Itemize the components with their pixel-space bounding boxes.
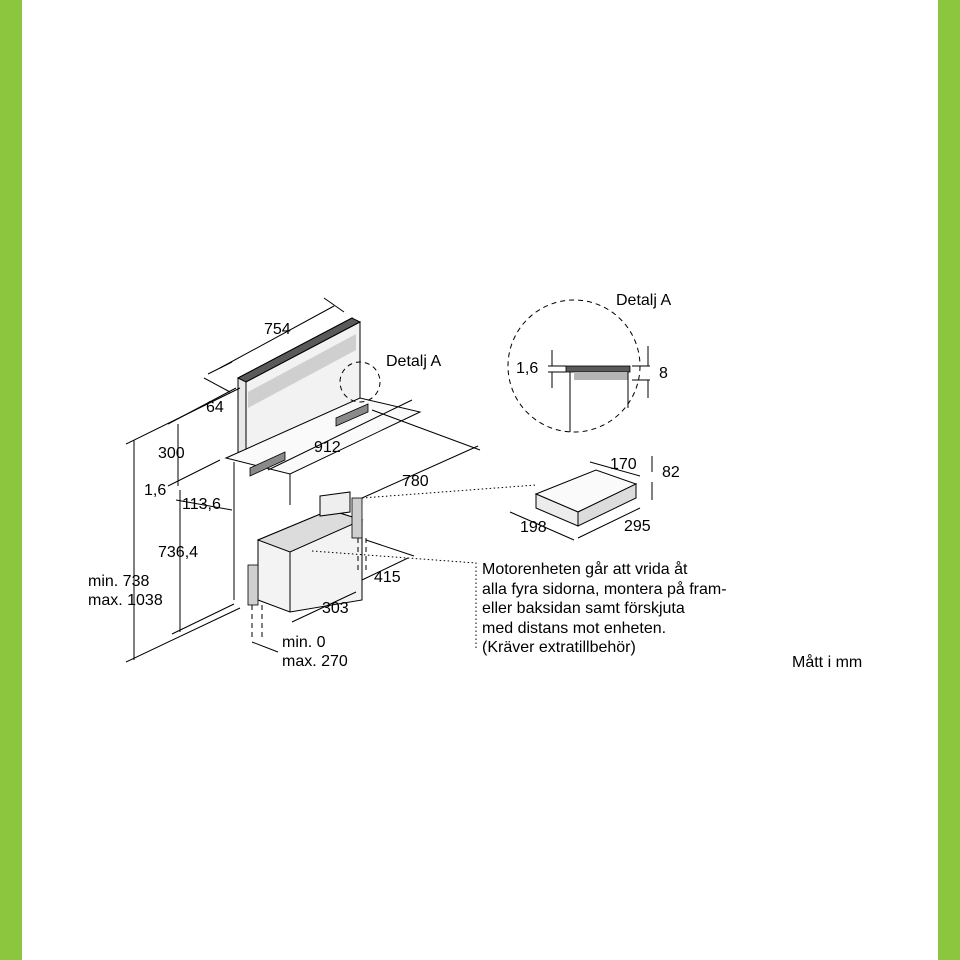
dim-736-4: 736,4 <box>158 544 198 561</box>
dim-912: 912 <box>314 439 341 456</box>
downdraft-hood <box>224 317 422 640</box>
dim-1-6: 1,6 <box>144 482 166 499</box>
dim-300: 300 <box>158 445 185 462</box>
dim-415: 415 <box>374 569 401 586</box>
dim-754: 754 <box>264 321 291 338</box>
note-line: alla fyra sidorna, montera på fram- <box>482 580 727 598</box>
frame-left-bar <box>0 0 22 960</box>
dimension-lines <box>125 297 537 663</box>
motor-dim-295: 295 <box>624 518 651 535</box>
detail-a-label: Detalj A <box>386 353 441 370</box>
dim-64: 64 <box>206 399 224 416</box>
detail-a-title: Detalj A <box>616 292 671 309</box>
dim-max-1038: max. 1038 <box>88 592 163 609</box>
detail-a-marker <box>339 361 381 403</box>
dim-max-270: max. 270 <box>282 653 348 670</box>
note-line: Motorenheten går att vrida åt <box>482 561 688 578</box>
motor-dim-198: 198 <box>520 519 547 536</box>
countertop <box>224 397 422 475</box>
note-line: (Kräver extratillbehör) <box>482 639 636 656</box>
dim-303: 303 <box>322 600 349 617</box>
dim-780: 780 <box>402 473 429 490</box>
detail-a-view <box>507 299 650 433</box>
dim-min-738: min. 738 <box>88 573 149 590</box>
dim-113-6: 113,6 <box>182 496 221 513</box>
detail-dim-8: 8 <box>659 365 668 382</box>
motor-unit-view <box>509 456 653 541</box>
detail-dim-1-6: 1,6 <box>516 360 538 377</box>
motor-rotation-note: Motorenheten går att vrida åt alla fyra … <box>482 560 782 658</box>
note-line: eller baksidan samt förskjuta <box>482 600 685 617</box>
drawing-canvas: 754 64 300 1,6 113,6 736,4 min. 738 max.… <box>22 0 938 960</box>
dimension-drawing: 754 64 300 1,6 113,6 736,4 min. 738 max.… <box>88 292 680 670</box>
note-line: med distans mot enheten. <box>482 619 667 637</box>
motor-dim-82: 82 <box>662 464 680 481</box>
motor-dim-170: 170 <box>610 456 637 473</box>
dim-min-0: min. 0 <box>282 634 326 651</box>
frame-right-bar <box>938 0 960 960</box>
unit-label: Mått i mm <box>792 654 863 671</box>
